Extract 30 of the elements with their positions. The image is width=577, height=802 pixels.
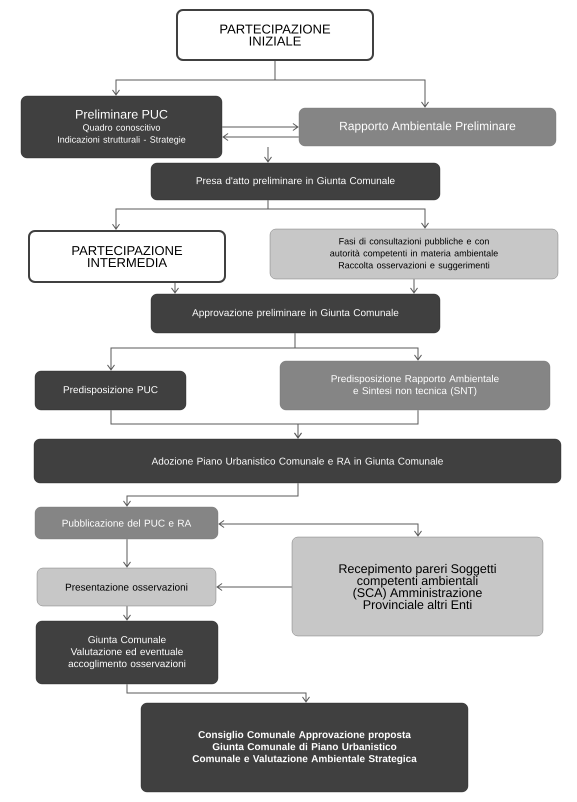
arrow [294, 410, 418, 439]
process-box: Rapporto Ambientale Preliminare [298, 108, 556, 146]
arrow [218, 520, 422, 537]
arrow [126, 684, 310, 703]
arrow [123, 482, 298, 507]
process-box: Predisposizione Rapporto Ambientale e Sintesi non tecnica (SNT) [280, 360, 550, 410]
process-box: Fasi di consultazioni pubbliche e con autorità competenti in materia ambientale Raccolta osservazioni e suggerimenti [270, 228, 558, 280]
process-box: Predisposizione PUC [34, 370, 186, 410]
arrow [294, 332, 422, 361]
arrow [222, 123, 299, 131]
arrow [410, 278, 418, 294]
process-box: Presa d'atto preliminare in Giunta Comunale [150, 162, 440, 200]
arrow [268, 200, 429, 229]
arrow [264, 146, 272, 163]
arrow [123, 606, 131, 621]
process-box: Presentazione osservazioni [36, 568, 216, 606]
arrow [222, 133, 300, 141]
arrow [123, 538, 131, 568]
arrow [274, 60, 429, 108]
process-box: PARTECIPAZIONE INIZIALE [176, 9, 374, 61]
process-box: Preliminare PUC Quadro conoscitivo Indicazioni strutturali - Strategie [20, 96, 222, 158]
process-box: Consiglio Comunale Approvazione proposta Giunta Comunale di Piano Urbanistico Comunale e Valutazione Ambientale Strategica [140, 702, 468, 792]
arrow [171, 282, 179, 294]
process-box: PARTECIPAZIONE INTERMEDIA [28, 230, 226, 283]
process-box: Giunta Comunale Valutazione ed eventuale accoglimento osservazioni [36, 620, 218, 684]
process-box: Adozione Piano Urbanistico Comunale e RA in Giunta Comunale [34, 438, 562, 484]
arrow [216, 583, 292, 591]
process-box: Pubblicazione del PUC e RA [34, 506, 218, 540]
process-box: Recepimento pareri Soggetti competenti ambientali (SCA) Amministrazione Provinciale altri Enti [292, 536, 544, 636]
process-box: Approvazione preliminare in Giunta Comunale [150, 294, 440, 334]
